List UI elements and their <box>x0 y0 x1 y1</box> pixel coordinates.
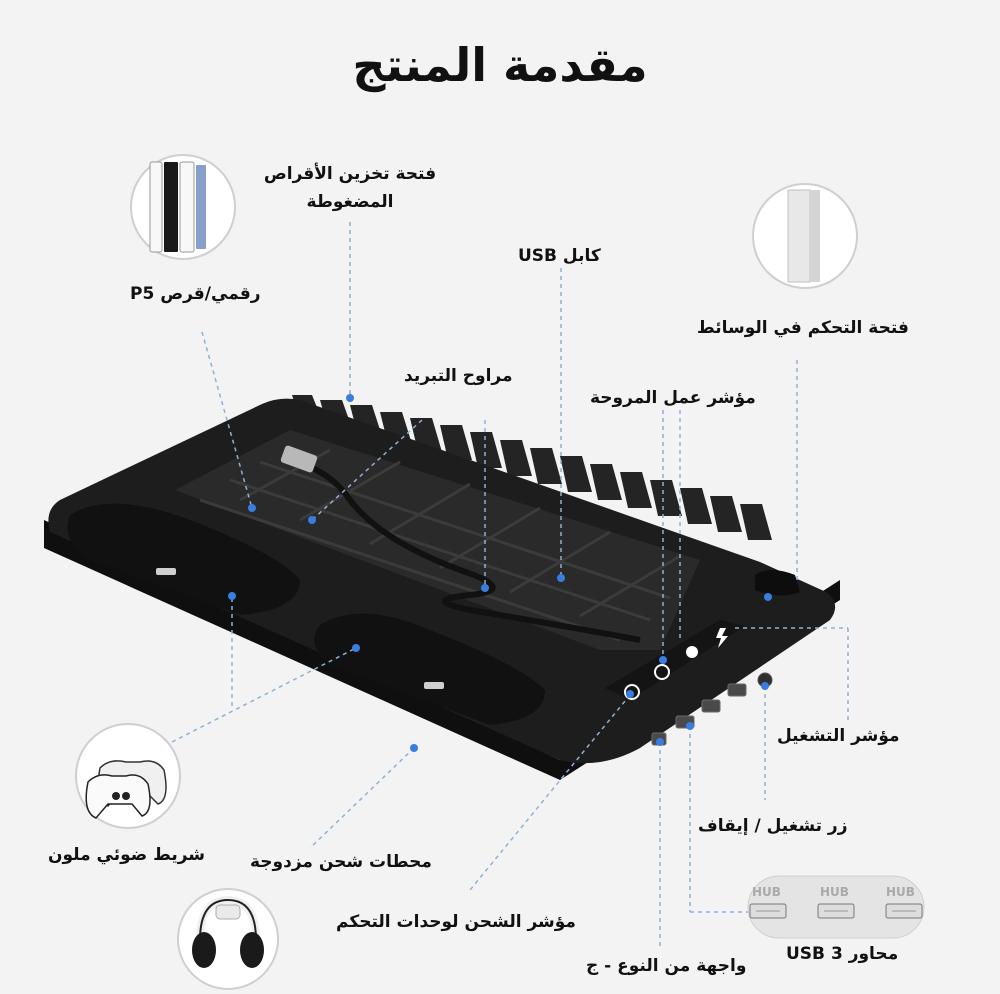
label-rgb-strip: شريط ضوئي ملون <box>48 845 206 865</box>
headset-thumbnail <box>177 888 279 990</box>
label-usb-hubs: محاور 3 USB <box>786 944 899 964</box>
label-power-indicator: مؤشر التشغيل <box>777 726 900 746</box>
label-media-slot: فتحة التحكم في الوسائط <box>697 318 909 338</box>
hub-text-2: HUB <box>820 885 849 899</box>
leader-lines <box>171 222 849 950</box>
page-title: مقدمة المنتج <box>352 38 648 92</box>
label-controller-indicator: مؤشر الشحن لوحدات التحكم <box>336 912 576 932</box>
label-dual-stations: محطات شحن مزدوجة <box>250 852 432 872</box>
label-usb-cable: كابل USB <box>518 246 601 266</box>
label-disc-slot: فتحة تخزين الأقراص المضغوطة <box>263 164 437 212</box>
leader-dots <box>228 394 772 752</box>
label-type-c: واجهة من النوع - ج <box>586 956 747 976</box>
label-power-button: زر تشغيل / إيقاف <box>698 816 848 836</box>
indicator-icons <box>624 628 728 700</box>
media-slot-thumbnail <box>752 183 858 289</box>
label-ps5-digital: رقمي/قرص P5 <box>130 284 261 304</box>
hub-text-3: HUB <box>886 885 915 899</box>
hub-text-1: HUB <box>752 885 781 899</box>
label-fan-indicator: مؤشر عمل المروحة <box>590 388 756 408</box>
label-cooling-fans: مراوح التبريد <box>404 366 513 386</box>
controllers-thumbnail <box>75 723 181 829</box>
ps5-console-thumbnail <box>130 154 236 260</box>
usb-hub-thumbnail: HUB HUB HUB <box>747 875 925 939</box>
charging-stand <box>44 395 840 780</box>
